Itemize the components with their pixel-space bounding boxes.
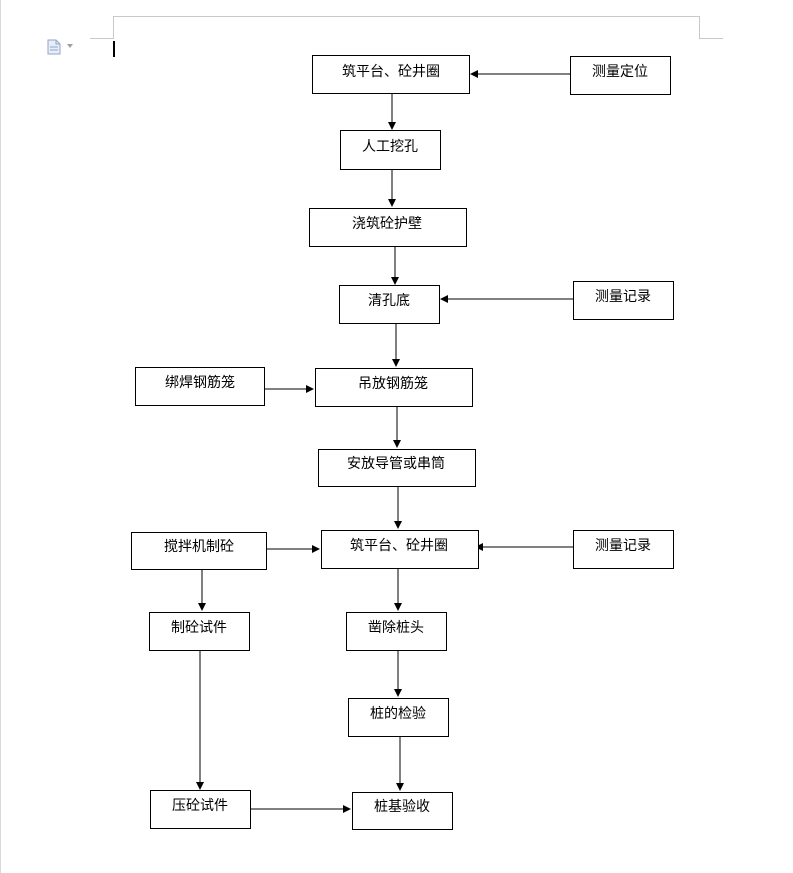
node-label: 制砼试件 — [171, 620, 227, 636]
node-label: 安放导管或串筒 — [347, 455, 445, 472]
node-label: 测量定位 — [592, 64, 648, 80]
flowchart-node: 桩的检验 — [348, 698, 449, 737]
node-label: 桩基验收 — [374, 798, 430, 815]
node-label: 人工挖孔 — [362, 139, 418, 155]
flowchart-node: 压砼试件 — [150, 790, 251, 829]
page-corner-mark-left-h — [90, 38, 114, 39]
node-label: 浇筑砼护壁 — [352, 216, 422, 232]
flowchart-node: 凿除桩头 — [346, 612, 447, 651]
flowchart-edges — [196, 70, 573, 813]
page-corner-mark-right — [699, 16, 700, 39]
node-label: 测量记录 — [595, 538, 651, 554]
node-label: 绑焊钢筋笼 — [165, 374, 235, 391]
node-label: 桩的检验 — [370, 705, 426, 722]
flowchart-node: 绑焊钢筋笼 — [135, 367, 265, 406]
flowchart-node: 人工挖孔 — [340, 130, 441, 170]
flowchart-node: 安放导管或串筒 — [318, 449, 476, 487]
flowchart-node: 测量定位 — [570, 56, 671, 95]
node-label: 清孔底 — [368, 293, 410, 309]
page-top-margin-line — [113, 16, 700, 17]
node-label: 测量记录 — [595, 289, 651, 305]
page-corner-mark-left — [113, 16, 114, 38]
node-label: 吊放钢筋笼 — [358, 375, 428, 392]
flowchart-node: 吊放钢筋笼 — [315, 368, 473, 407]
document-icon[interactable] — [47, 39, 61, 59]
node-label: 搅拌机制砼 — [164, 539, 234, 555]
flowchart-node: 测量记录 — [573, 530, 674, 569]
flowchart-node: 搅拌机制砼 — [131, 532, 267, 570]
node-label: 筑平台、砼井圈 — [342, 64, 440, 80]
node-label: 筑平台、砼井圈 — [350, 538, 448, 554]
text-cursor — [113, 41, 115, 57]
flowchart-node: 清孔底 — [339, 285, 440, 324]
page-corner-mark-right-h — [699, 38, 723, 39]
flowchart-node: 桩基验收 — [352, 792, 453, 830]
flowchart-node: 测量记录 — [573, 281, 674, 320]
flowchart-node: 筑平台、砼井圈 — [312, 55, 470, 94]
chevron-down-icon[interactable] — [67, 44, 73, 48]
flowchart-node: 浇筑砼护壁 — [309, 208, 467, 247]
page-left-edge — [0, 0, 1, 873]
node-label: 凿除桩头 — [368, 619, 424, 636]
flowchart-node: 筑平台、砼井圈 — [321, 530, 479, 569]
node-label: 压砼试件 — [172, 798, 228, 814]
flowchart-node: 制砼试件 — [149, 612, 250, 651]
